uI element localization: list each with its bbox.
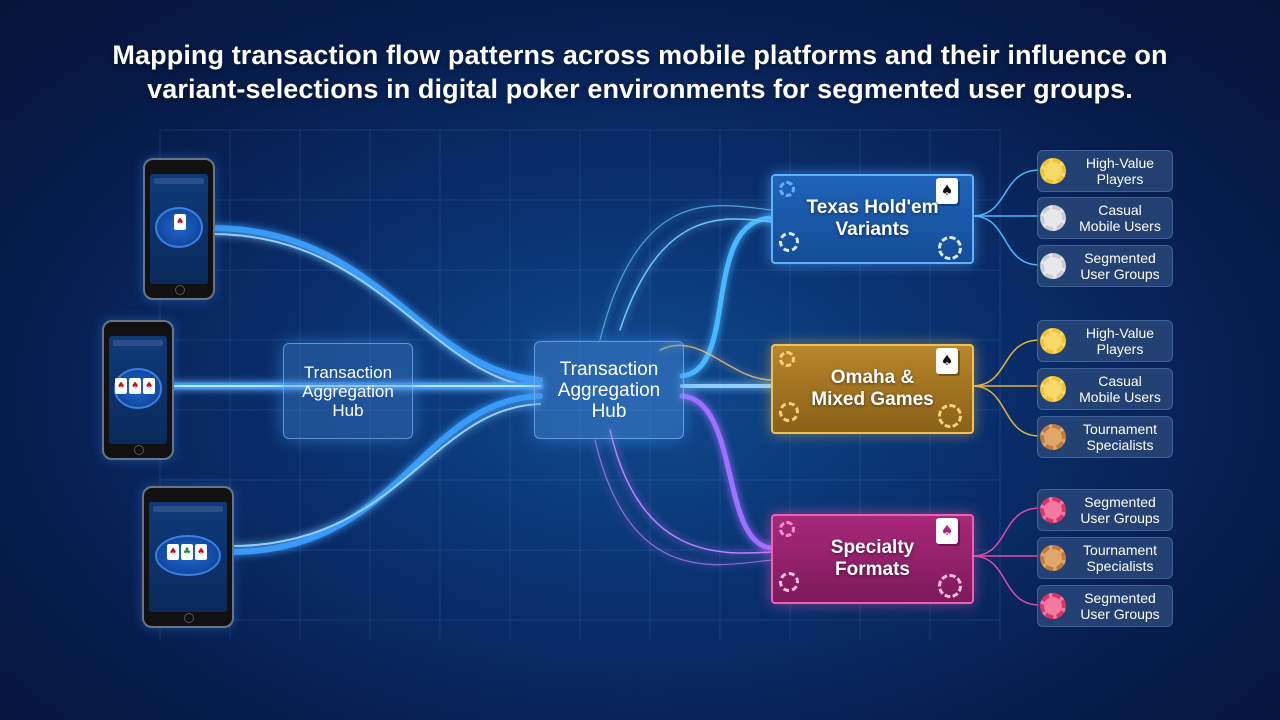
segment-label-line-2: Players bbox=[1096, 171, 1144, 187]
segment-label-line-2: Players bbox=[1096, 341, 1144, 357]
segment-label-line-2: User Groups bbox=[1080, 510, 1160, 526]
ace-of-spades-card-icon: ♠ bbox=[936, 178, 958, 204]
segment-label-line-2: Mobile Users bbox=[1079, 218, 1161, 234]
segment-branches bbox=[971, 169, 1041, 606]
smartphone-icon: ♠ bbox=[143, 158, 215, 300]
home-button bbox=[134, 445, 144, 455]
poker-chip-icon bbox=[779, 232, 799, 252]
segment-label-line-2: Specialists bbox=[1086, 437, 1154, 453]
ace-of-spades-card-icon: ♠ bbox=[936, 348, 958, 374]
segment-label-line-1: Casual bbox=[1098, 373, 1142, 389]
hub-1-line-1: Transaction bbox=[303, 362, 393, 382]
card-icon: ♣ bbox=[181, 544, 193, 560]
segment-label-line-2: Mobile Users bbox=[1079, 389, 1161, 405]
poker-chip-icon bbox=[1040, 545, 1066, 571]
transaction-aggregation-hub-1: Transaction Aggregation Hub bbox=[283, 343, 413, 439]
segment-label-line-1: Tournament bbox=[1083, 542, 1157, 558]
variant-texas-line-2: Variants bbox=[835, 219, 910, 240]
segment-label-line-1: High-Value bbox=[1085, 155, 1155, 171]
tablet-status-bar bbox=[153, 506, 223, 512]
poker-chip-icon bbox=[1040, 328, 1066, 354]
variant-omaha-line-1: Omaha & bbox=[830, 367, 915, 388]
segment-label-line-2: User Groups bbox=[1080, 266, 1160, 282]
ace-card-icon: ♠ bbox=[936, 518, 958, 544]
poker-chip-icon bbox=[779, 521, 795, 537]
poker-chip-icon bbox=[1040, 424, 1066, 450]
hub-1-line-3: Hub bbox=[332, 400, 364, 420]
poker-chip-icon bbox=[938, 236, 962, 260]
card-icon: ♠ bbox=[115, 378, 127, 394]
home-button bbox=[175, 285, 185, 295]
poker-chip-icon bbox=[779, 181, 795, 197]
title-line-2: variant-selections in digital poker envi… bbox=[147, 74, 1133, 104]
phone-screen: ♠ ♠ ♠ bbox=[109, 336, 167, 444]
poker-chip-icon bbox=[1040, 158, 1066, 184]
phone-screen: ♠ bbox=[150, 174, 208, 284]
flow-lines bbox=[166, 204, 775, 566]
card-icon: ♠ bbox=[129, 378, 141, 394]
hub-2-line-2: Aggregation bbox=[557, 379, 661, 401]
title-line-1: Mapping transaction flow patterns across… bbox=[112, 40, 1168, 70]
tablet-icon: ♠ ♣ ♠ bbox=[142, 486, 234, 628]
poker-chip-icon bbox=[1040, 593, 1066, 619]
variant-specialty-line-1: Specialty bbox=[830, 537, 915, 558]
poker-chip-icon bbox=[1040, 497, 1066, 523]
poker-chip-icon bbox=[779, 402, 799, 422]
variant-texas-line-1: Texas Hold'em bbox=[806, 197, 939, 218]
segment-label-line-1: Tournament bbox=[1083, 421, 1157, 437]
poker-chip-icon bbox=[938, 404, 962, 428]
variant-specialty-line-2: Formats bbox=[835, 559, 910, 580]
tablet-screen: ♠ ♣ ♠ bbox=[149, 502, 227, 612]
segment-label-line-1: Segmented bbox=[1084, 590, 1156, 606]
poker-chip-icon bbox=[779, 351, 795, 367]
segment-label-line-2: User Groups bbox=[1080, 606, 1160, 622]
card-icon: ♠ bbox=[195, 544, 207, 560]
phone-status-bar bbox=[154, 178, 204, 184]
ace-of-spades-card-icon: ♠ bbox=[174, 214, 186, 230]
segment-label-line-1: Segmented bbox=[1084, 494, 1156, 510]
smartphone-icon: ♠ ♠ ♠ bbox=[102, 320, 174, 460]
segment-label-line-1: Segmented bbox=[1084, 250, 1156, 266]
poker-chip-icon bbox=[1040, 376, 1066, 402]
hub-2-line-3: Hub bbox=[591, 400, 627, 422]
poker-chip-icon bbox=[1040, 253, 1066, 279]
phone-status-bar bbox=[113, 340, 163, 346]
poker-chip-icon bbox=[779, 572, 799, 592]
poker-chip-icon bbox=[1040, 205, 1066, 231]
home-button bbox=[184, 613, 194, 623]
card-icon: ♠ bbox=[143, 378, 155, 394]
hub-1-line-2: Aggregation bbox=[302, 381, 394, 401]
diagram-title: Mapping transaction flow patterns across… bbox=[40, 38, 1240, 106]
hub-2-line-1: Transaction bbox=[559, 358, 659, 380]
segment-label-line-1: High-Value bbox=[1085, 325, 1155, 341]
variant-omaha-line-2: Mixed Games bbox=[811, 389, 934, 410]
segment-label-line-1: Casual bbox=[1098, 202, 1142, 218]
transaction-aggregation-hub-2: Transaction Aggregation Hub bbox=[534, 341, 684, 439]
segment-label-line-2: Specialists bbox=[1086, 558, 1154, 574]
card-icon: ♠ bbox=[167, 544, 179, 560]
poker-chip-icon bbox=[938, 574, 962, 598]
